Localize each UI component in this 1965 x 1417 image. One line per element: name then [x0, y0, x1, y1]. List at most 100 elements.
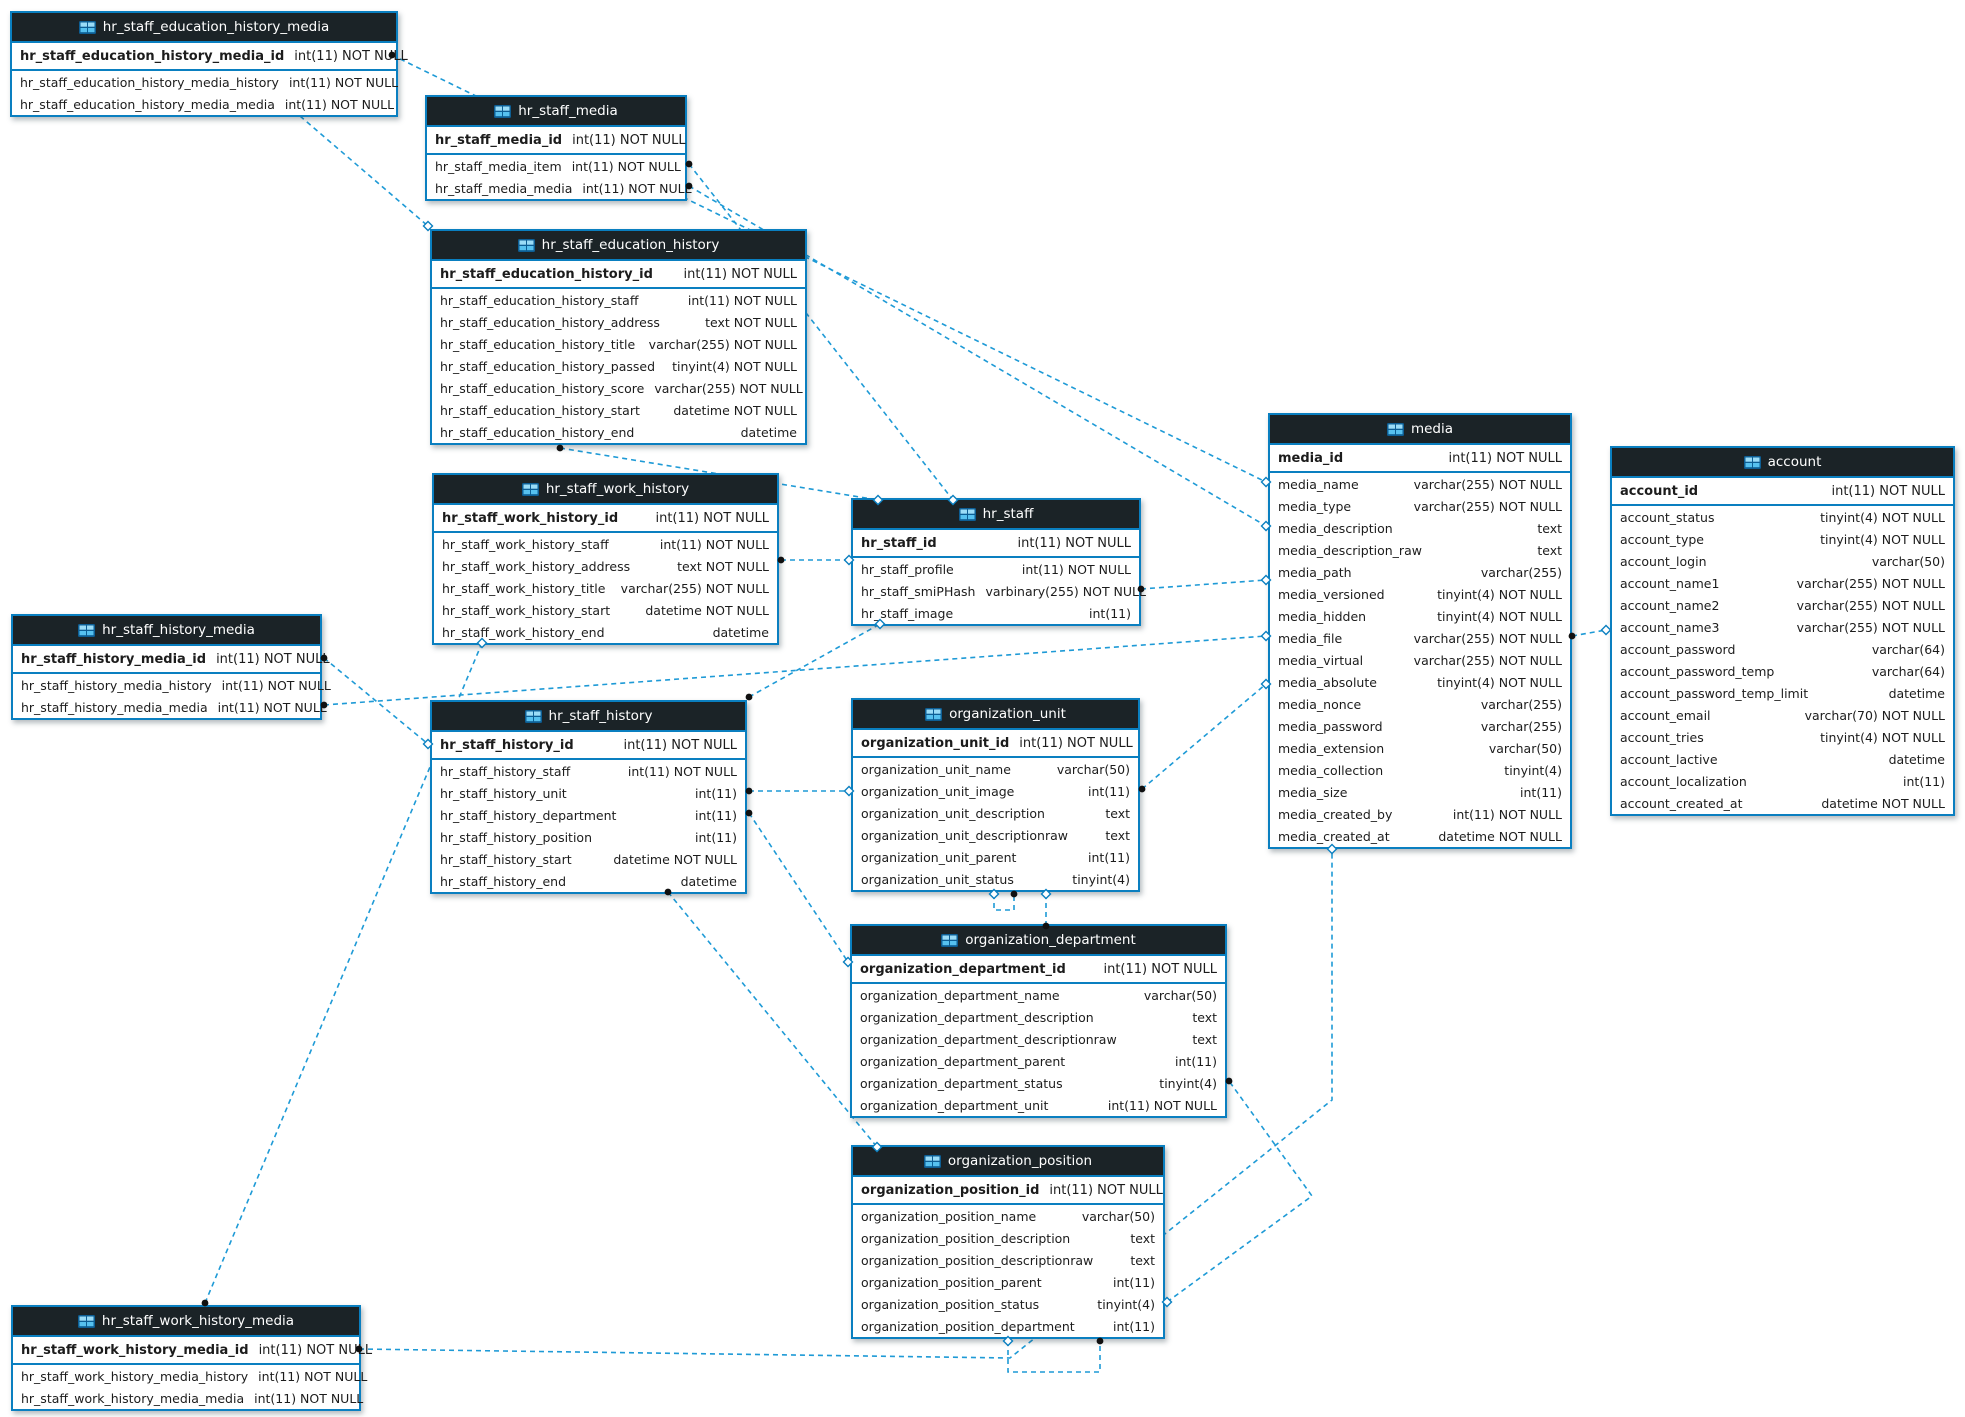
column-type: varchar(255) NOT NULL	[648, 336, 797, 352]
table-header: organization_unit	[853, 700, 1138, 730]
column-name: hr_staff_education_history_score	[440, 380, 645, 396]
relationship-organization_unit-to-media[interactable]	[1141, 683, 1267, 790]
table-node-hr_staff_work_history[interactable]: hr_staff_work_history hr_staff_work_histo…	[432, 473, 779, 645]
column-name: hr_staff_work_history_staff	[442, 536, 609, 552]
column-type: datetime	[680, 873, 737, 889]
table-node-hr_staff_education_history_media[interactable]: hr_staff_education_history_media hr_staff…	[10, 11, 408, 117]
column-name: organization_position_descriptionraw	[861, 1252, 1094, 1268]
column-type: tinyint(4) NOT NULL	[1820, 729, 1945, 745]
column-name: media_type	[1278, 498, 1352, 514]
column-type: varchar(64)	[1871, 641, 1945, 657]
relationship-hr_staff-to-media[interactable]	[1140, 579, 1267, 590]
column-type: int(11)	[1088, 783, 1130, 799]
column-type: int(11)	[1089, 605, 1131, 621]
column-name: hr_staff_history_media_history	[21, 677, 212, 693]
column-type: int(11)	[1175, 1053, 1217, 1069]
column-type: datetime	[740, 424, 797, 440]
table-grid-icon	[925, 707, 943, 721]
table-title: hr_staff_work_history	[545, 481, 690, 497]
column-name: hr_staff_education_history_passed	[440, 358, 656, 374]
column-name: media_collection	[1278, 762, 1384, 778]
table-header: hr_staff_education_history_media	[12, 13, 396, 43]
column-name: organization_department_unit	[860, 1097, 1049, 1113]
column-type: varchar(255)	[1480, 696, 1562, 712]
relationship-hr_staff_work_history_media-to-media[interactable]	[358, 849, 1333, 1359]
column-type: varchar(64)	[1871, 663, 1945, 679]
column-type: int(11) NOT NULL	[1103, 961, 1217, 977]
column-name: media_absolute	[1278, 674, 1377, 690]
relationship-hr_staff_history-to-organization_position[interactable]	[667, 891, 878, 1148]
relationship-hr_staff_education_history_media-to-hr_staff_education_history[interactable]	[299, 115, 429, 227]
column-type: tinyint(4) NOT NULL	[1437, 608, 1562, 624]
column-type: int(11)	[1088, 849, 1130, 865]
column-type: int(11)	[695, 829, 737, 845]
primary-key-name: hr_staff_education_history_media_id	[20, 48, 285, 64]
column-type: varchar(255) NOT NULL	[1796, 619, 1945, 635]
table-node-hr_staff_education_history[interactable]: hr_staff_education_history hr_staff_educa…	[430, 229, 807, 445]
relationship-hr_staff_history-to-hr_staff[interactable]	[748, 623, 881, 698]
column-type: int(11) NOT NULL	[1021, 561, 1131, 577]
table-header: organization_position	[853, 1147, 1163, 1177]
relationship-organization_unit-to-organization_unit[interactable]	[993, 894, 1015, 911]
column-name: account_login	[1620, 553, 1707, 569]
column-name: organization_unit_status	[861, 871, 1014, 887]
relationship-organization_position-to-organization_department[interactable]	[1166, 1080, 1314, 1303]
column-name: organization_department_description	[860, 1009, 1094, 1025]
column-type: datetime NOT NULL	[1821, 795, 1945, 811]
column-type: int(11)	[1113, 1318, 1155, 1334]
column-name: account_password	[1620, 641, 1736, 657]
column-type: tinyint(4)	[1504, 762, 1562, 778]
relationship-hr_staff_history-to-organization_department[interactable]	[748, 812, 849, 963]
column-type: int(11) NOT NULL	[284, 96, 395, 112]
relationship-hr_staff_history_media-to-media[interactable]	[323, 635, 1267, 706]
relationship-hr_staff_history_media-to-hr_staff_history[interactable]	[323, 657, 429, 745]
table-node-organization_position[interactable]: organization_position organization_positi…	[851, 1145, 1165, 1339]
relationship-organization_position-to-organization_position[interactable]	[1007, 1341, 1101, 1373]
column-type: int(11)	[695, 785, 737, 801]
column-name: account_password_temp	[1620, 663, 1775, 679]
column-type: int(11) NOT NULL	[582, 180, 692, 196]
column-type: int(11) NOT NULL	[254, 1390, 364, 1406]
table-grid-icon	[77, 1314, 95, 1328]
column-type: varchar(255)	[1480, 564, 1562, 580]
primary-key-name: organization_unit_id	[861, 735, 1010, 751]
table-title: organization_position	[947, 1153, 1093, 1169]
column-type: text	[1537, 542, 1562, 558]
relationship-media-to-account[interactable]	[1571, 629, 1607, 637]
table-header: hr_staff_education_history	[432, 231, 805, 261]
table-grid-icon	[494, 104, 512, 118]
table-header: hr_staff_media	[427, 97, 685, 127]
column-row: hr_staff_education_history_media_history…	[12, 71, 398, 93]
